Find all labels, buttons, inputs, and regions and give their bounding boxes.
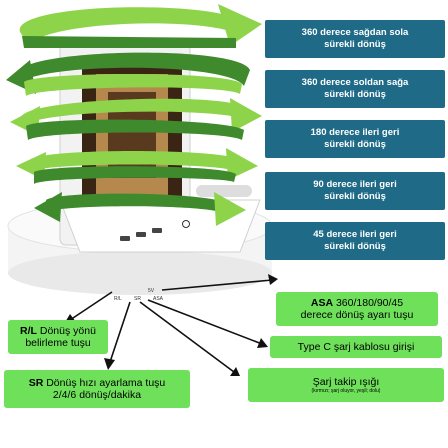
callout-sr-text: Dönüş hızı ayarlama tuşu [43,377,166,389]
base-label-port: 5V [148,288,155,294]
callout-rl-key: R/L [20,325,37,337]
callout-sr-line2: 2/4/6 dönüş/dakika [52,389,142,401]
rotation-arrow [19,7,241,44]
feature-line: sürekli dönüş [324,39,386,50]
callout-sr-key: SR [28,377,44,389]
feature-line: 45 derece ileri geri [313,229,397,240]
arrow-head-icon [257,338,268,348]
callout-sr: SR Dönüş hızı ayarlama tuşu 2/4/6 dönüş/… [4,370,190,408]
stand-button [136,232,146,237]
arrow-head-icon [214,192,246,226]
callout-rl-line2: belirleme tuşu [25,337,91,349]
arrow-head-icon [34,192,62,222]
rotation-arrow [46,193,228,214]
callout-charge-title: Şarj takip ışığı [312,375,380,388]
stand-dial [182,220,190,228]
base-label-asa: ASA [153,296,164,302]
callout-charge-note: (kırmızı; şarj oluyor, yeşil; dolu) [311,387,381,394]
callout-asa: ASA 360/180/90/45 derece dönüş ayarı tuş… [276,292,438,326]
feature-line: sürekli dönüş [324,191,386,202]
arrow-head-icon [104,358,115,370]
feature-line: 360 derece sağdan sola [301,27,409,38]
callout-asa-line2: derece dönüş ayarı tuşu [300,309,414,321]
callout-typec: Type C şarj kablosu girişi [270,336,442,358]
feature-line: sürekli dönüş [324,89,386,100]
callout-rl-text: Dönüş yönü [36,325,96,337]
callout-asa-key: ASA [310,297,334,309]
rotation-arrow-shadow [22,36,236,48]
rotation-arrow [24,74,242,96]
rotation-arrow-shadow [34,166,236,184]
callout-line-typec [147,299,263,345]
callout-line-rl [69,291,113,321]
stand-button [152,228,162,233]
rotation-arrow-shadow [26,119,244,140]
turntable-bottom [8,251,272,295]
base-label-rl: R/L [114,296,122,302]
rotation-arrow [30,151,240,172]
arrow-head-icon [226,148,258,180]
arrow-head-icon [230,367,240,376]
arrow-head-icon [268,274,278,285]
stand-button [120,236,130,241]
callout-rl: R/L Dönüş yönü belirleme tuşu [8,320,108,354]
rotation-arrow [22,98,246,126]
callout-typec-text: Type C şarj kablosu girişi [297,341,415,353]
callout-line-sr [109,301,131,363]
arrow-head-icon [218,4,262,46]
arrow-head-icon [230,98,262,132]
feature-line: 90 derece ileri geri [313,179,397,190]
callout-charge: Şarj takip ışığı (kırmızı; şarj oluyor, … [248,368,444,402]
callout-line-asa [161,279,273,291]
feature-line: sürekli dönüş [324,241,386,252]
callout-asa-text: 360/180/90/45 [333,297,404,309]
feature-line: 360 derece soldan sağa [301,77,409,88]
callout-line-charge [139,301,235,373]
stand-knob [196,185,252,197]
feature-line: sürekli dönüş [324,139,386,150]
base-label-sr: SR [134,296,141,302]
feature-line: 180 derece ileri geri [310,127,400,138]
rotation-arrow [18,52,250,86]
